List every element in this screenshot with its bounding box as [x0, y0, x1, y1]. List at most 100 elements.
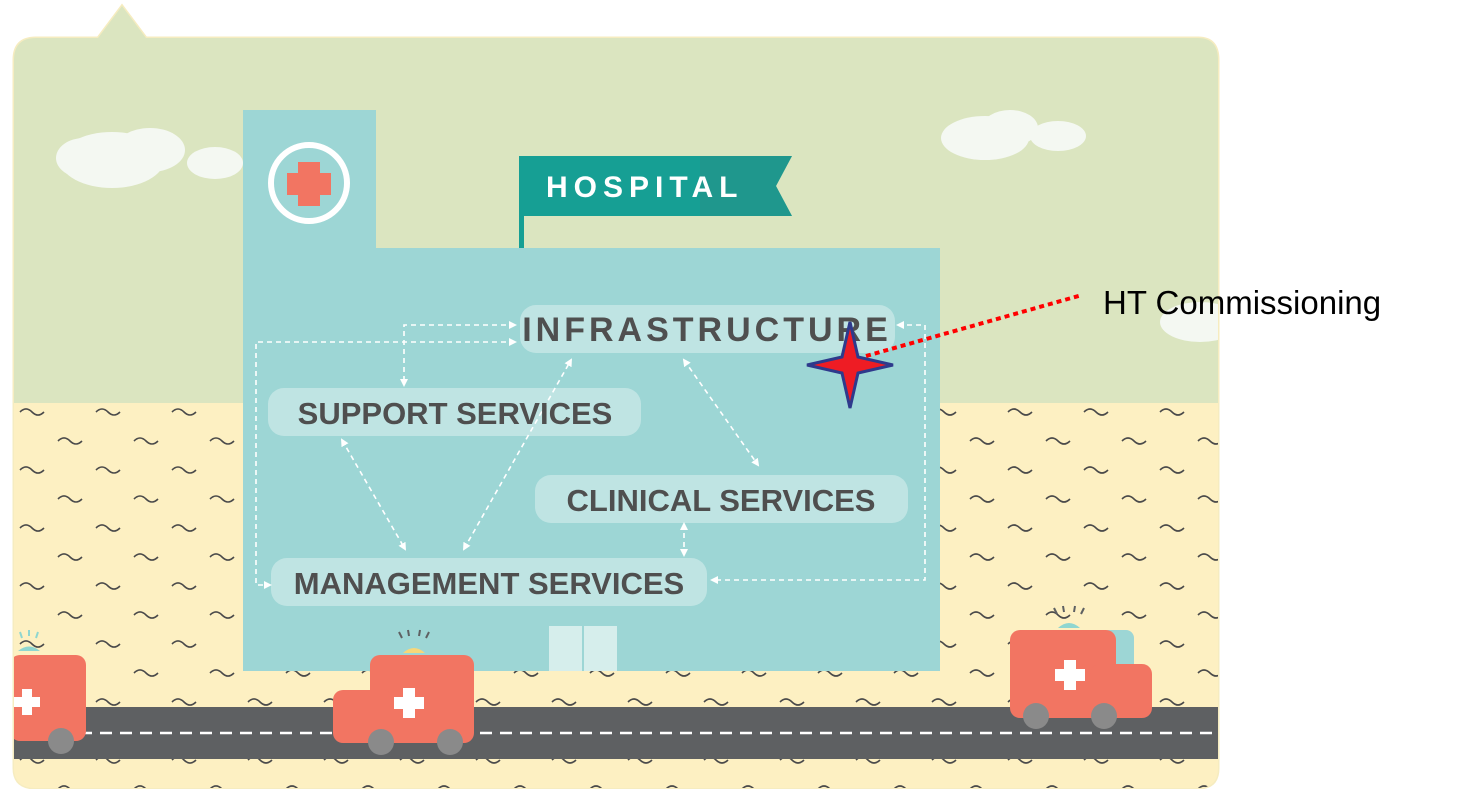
wave-mark	[1007, 466, 1033, 474]
wave-mark	[1045, 553, 1071, 561]
node-support-services: SUPPORT SERVICES	[268, 388, 641, 436]
wave-mark	[893, 785, 919, 788]
wave-mark	[285, 785, 311, 788]
medical-cross-emblem	[268, 142, 350, 224]
ambulance-left	[14, 630, 86, 754]
wave-mark	[1159, 408, 1185, 416]
commissioning-star-marker	[806, 321, 894, 409]
wave-mark	[1121, 553, 1147, 561]
node-infrastructure: INFRASTRUCTURE	[520, 305, 895, 353]
wave-mark	[1121, 785, 1147, 788]
wave-mark	[57, 495, 83, 503]
wave-mark	[133, 495, 159, 503]
wave-mark	[171, 466, 197, 474]
wave-mark	[209, 437, 235, 445]
wave-mark	[1045, 495, 1071, 503]
wave-mark	[133, 785, 159, 788]
wave-mark	[1083, 582, 1109, 590]
node-clinical-services-label: CLINICAL SERVICES	[567, 483, 876, 518]
wave-mark	[513, 785, 539, 788]
wave-mark	[1197, 553, 1218, 561]
wave-mark	[171, 524, 197, 532]
arrow-infrastructure-support	[400, 321, 517, 387]
wave-mark	[817, 785, 843, 788]
wave-mark	[855, 698, 881, 706]
wave-mark	[95, 640, 121, 648]
wave-mark	[19, 640, 45, 648]
wave-mark	[171, 640, 197, 648]
wave-mark	[95, 582, 121, 590]
wave-mark	[1083, 524, 1109, 532]
wave-mark	[19, 466, 45, 474]
arrow-support-management	[340, 438, 407, 551]
wave-mark	[741, 785, 767, 788]
wave-mark	[361, 785, 387, 788]
wave-mark	[969, 611, 995, 619]
wave-mark	[57, 553, 83, 561]
wave-mark	[969, 785, 995, 788]
ambulance-right	[1010, 605, 1152, 729]
connector-arrows	[255, 321, 926, 589]
wave-mark	[95, 466, 121, 474]
wave-mark	[95, 524, 121, 532]
wave-mark	[95, 698, 121, 706]
node-support-services-label: SUPPORT SERVICES	[298, 396, 613, 431]
wave-mark	[931, 698, 957, 706]
callout-leader-line	[865, 293, 1083, 358]
wave-mark	[703, 698, 729, 706]
wave-mark	[19, 408, 45, 416]
hospital-door-right	[584, 626, 617, 671]
ambulance-middle	[333, 629, 474, 755]
cloud-right	[941, 110, 1218, 342]
wave-mark	[779, 698, 805, 706]
wave-mark	[1083, 408, 1109, 416]
wave-mark	[209, 495, 235, 503]
wave-mark	[209, 785, 235, 788]
wave-mark	[209, 611, 235, 619]
callout-label: HT Commissioning	[1103, 284, 1381, 321]
wave-mark	[1083, 466, 1109, 474]
wave-mark	[1121, 437, 1147, 445]
wave-mark	[1159, 466, 1185, 474]
wave-mark	[1159, 698, 1185, 706]
wave-mark	[209, 669, 235, 677]
node-clinical-services: CLINICAL SERVICES	[535, 475, 908, 523]
wave-mark	[171, 582, 197, 590]
wave-mark	[627, 698, 653, 706]
wave-mark	[1045, 437, 1071, 445]
wave-mark	[1197, 669, 1218, 677]
wave-mark	[475, 698, 501, 706]
node-infrastructure-label: INFRASTRUCTURE	[522, 311, 892, 349]
wave-mark	[1159, 582, 1185, 590]
wave-mark	[247, 698, 273, 706]
wave-mark	[57, 437, 83, 445]
arrow-infrastructure-management-loop	[255, 338, 517, 589]
wave-mark	[133, 669, 159, 677]
wave-mark	[95, 408, 121, 416]
wave-mark	[1159, 640, 1185, 648]
hospital-door-left	[549, 626, 582, 671]
wave-mark	[1197, 611, 1218, 619]
wave-mark	[57, 785, 83, 788]
hospital-flag: HOSPITAL	[519, 156, 792, 248]
wave-mark	[133, 611, 159, 619]
wave-mark	[1159, 524, 1185, 532]
wave-mark	[1121, 611, 1147, 619]
wave-mark	[437, 785, 463, 788]
wave-mark	[133, 553, 159, 561]
wave-mark	[969, 495, 995, 503]
wave-mark	[969, 553, 995, 561]
wave-mark	[1045, 785, 1071, 788]
wave-mark	[1007, 582, 1033, 590]
wave-mark	[19, 582, 45, 590]
cloud-left	[56, 128, 243, 188]
wave-mark	[665, 785, 691, 788]
wave-mark	[1045, 611, 1071, 619]
wave-mark	[171, 698, 197, 706]
wave-mark	[589, 785, 615, 788]
arrow-infrastructure-management-right	[710, 321, 926, 584]
wave-mark	[19, 524, 45, 532]
wave-mark	[133, 437, 159, 445]
wave-mark	[1007, 524, 1033, 532]
wave-mark	[209, 553, 235, 561]
